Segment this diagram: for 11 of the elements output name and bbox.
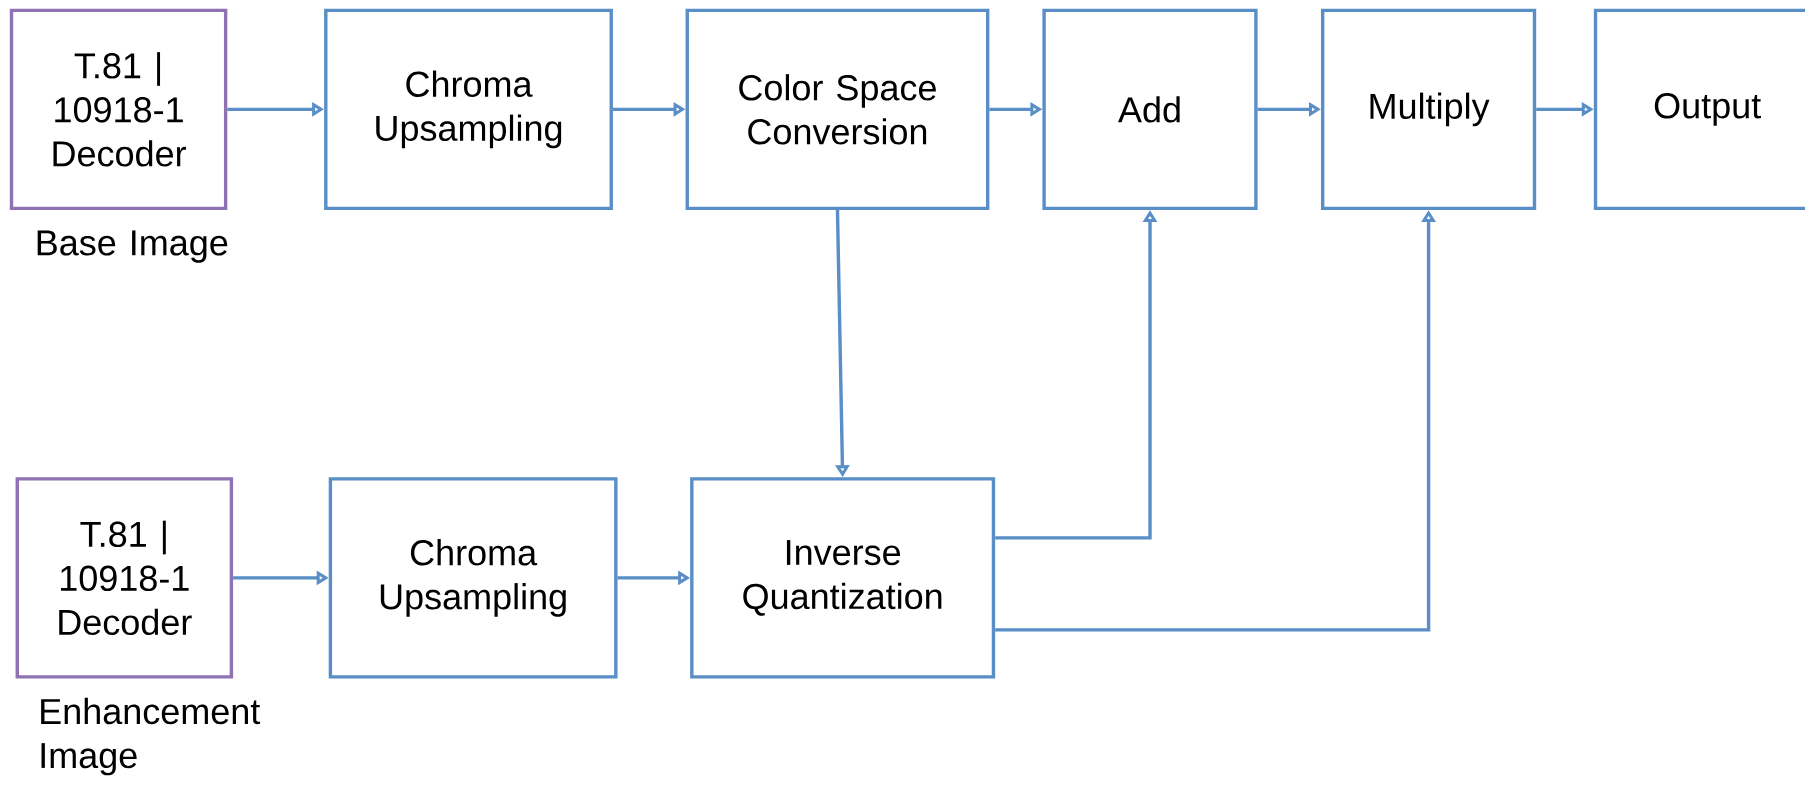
process-box: Output [1593, 8, 1805, 211]
process-box: T.81 | 10918-1 Decoder [9, 8, 228, 211]
caption-text: Base Image [37, 230, 228, 263]
process-box: Inverse Quantization [690, 477, 996, 679]
caption-text: Enhancement Image [41, 698, 261, 776]
process-box: Chroma Upsampling [324, 8, 613, 211]
process-box: Color Space Conversion [685, 8, 990, 211]
process-box: T.81 | 10918-1 Decoder [15, 477, 234, 679]
process-box: Multiply [1321, 8, 1537, 211]
process-box: Add [1042, 8, 1258, 211]
process-box: Chroma Upsampling [328, 477, 618, 679]
